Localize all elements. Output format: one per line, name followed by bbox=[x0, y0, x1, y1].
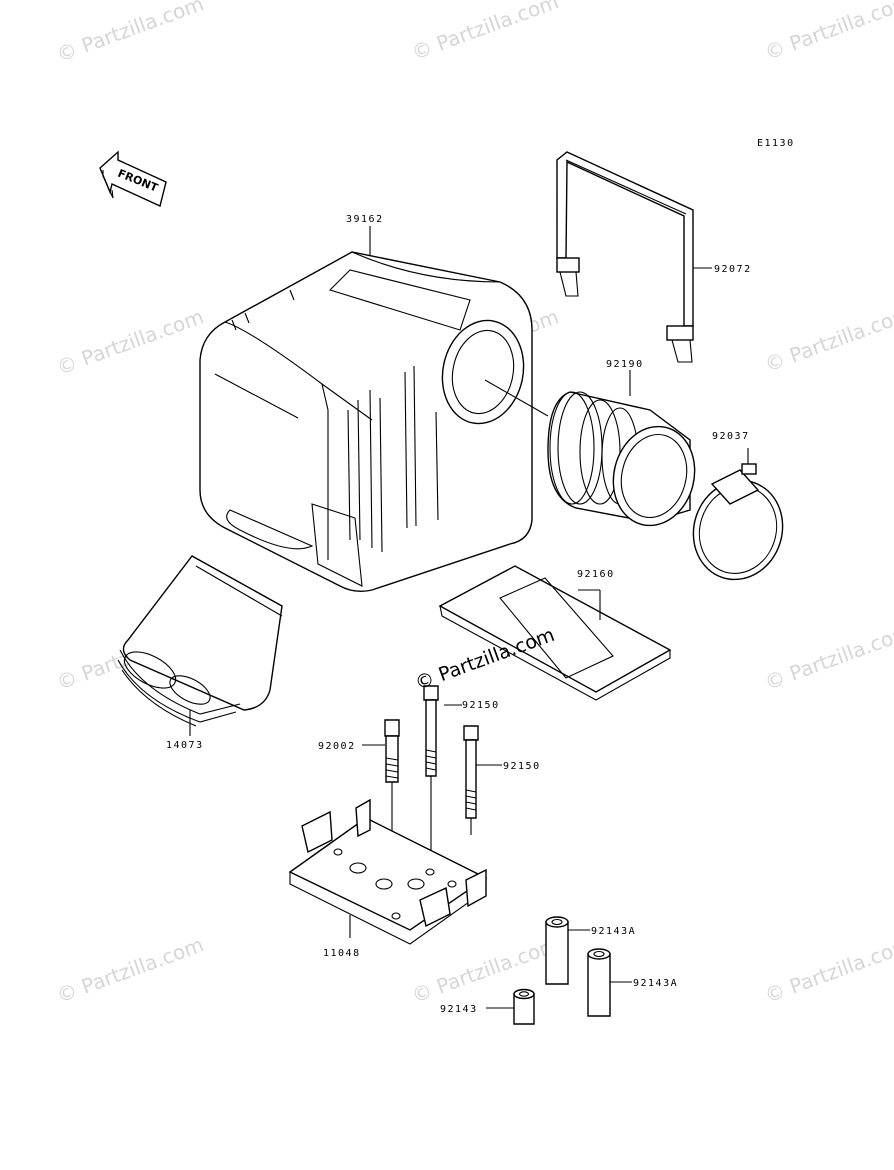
front-arrow-icon: FRONT bbox=[99, 150, 167, 207]
part-label-strap: 92072 bbox=[714, 264, 752, 275]
watermark: © Partzilla.com bbox=[762, 301, 894, 376]
collar-long-b bbox=[587, 948, 632, 1017]
part-label-collar-long-a: 92143A bbox=[591, 926, 636, 937]
part-label-bolt-b: 92150 bbox=[503, 761, 541, 772]
intake-boot-part bbox=[117, 555, 283, 736]
watermark: © Partzilla.com bbox=[54, 304, 207, 379]
strap-part bbox=[556, 151, 712, 363]
watermark: © Partzilla.com bbox=[409, 932, 562, 1007]
part-label-seal-pad: 92160 bbox=[577, 569, 615, 580]
bolt-92150-a bbox=[423, 685, 462, 872]
bolt-92150-b bbox=[463, 725, 502, 835]
part-label-air-box: 39162 bbox=[346, 214, 384, 225]
collar-short bbox=[486, 988, 535, 1025]
part-label-bolt-c: 92002 bbox=[318, 741, 356, 752]
watermark: © Partzilla.com bbox=[409, 0, 562, 65]
part-labels: 39162 92072 92190 92037 14073 92160 9215… bbox=[166, 214, 752, 1015]
part-label-bolt-a: 92150 bbox=[462, 700, 500, 711]
bracket-part bbox=[288, 798, 488, 945]
watermark: © Partzilla.com bbox=[762, 619, 894, 694]
part-label-hose-clamp: 92037 bbox=[712, 431, 750, 442]
part-label-collar-short: 92143 bbox=[440, 1004, 478, 1015]
hose-clamp-part bbox=[692, 448, 784, 581]
part-label-bracket: 11048 bbox=[323, 948, 361, 959]
watermark: © Partzilla.com bbox=[762, 932, 894, 1007]
watermark: © Partzilla.com bbox=[54, 0, 207, 67]
seal-pad-part bbox=[438, 565, 672, 701]
diagram-code: E1130 bbox=[757, 138, 795, 149]
intake-duct-part bbox=[484, 370, 696, 527]
watermark: © Partzilla.com bbox=[54, 932, 207, 1007]
air-box-part bbox=[199, 226, 533, 593]
part-label-intake-duct: 92190 bbox=[606, 359, 644, 370]
part-label-collar-long-b: 92143A bbox=[633, 978, 678, 989]
watermark: © Partzilla.com bbox=[762, 0, 894, 65]
collar-long-a bbox=[545, 916, 590, 985]
part-label-intake-boot: 14073 bbox=[166, 740, 204, 751]
